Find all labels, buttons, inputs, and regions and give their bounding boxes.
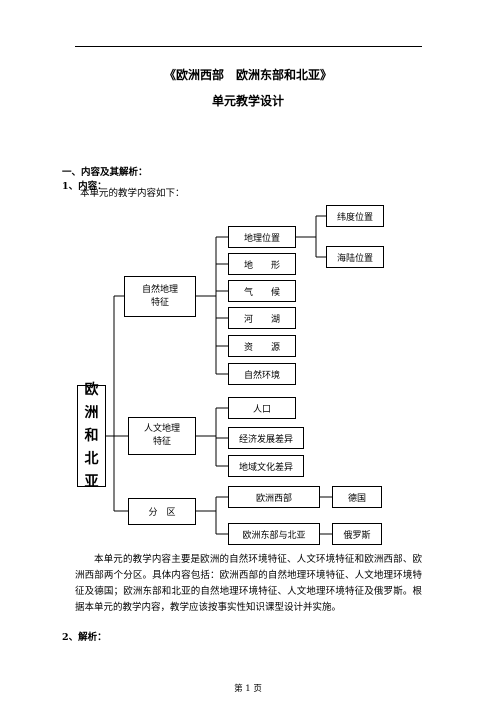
item-heading-content: 1、内容： — [62, 181, 107, 192]
latitude-position-box: 纬度位置 — [326, 205, 384, 227]
land-sea-position-box: 海陆位置 — [326, 246, 384, 268]
economy-difference-box: 经济发展差异 — [228, 427, 304, 449]
intro-text: 本单元的教学内容如下： — [80, 188, 185, 199]
document-title: 《欧洲西部 欧洲东部和北亚》 — [163, 68, 332, 82]
document-subtitle: 单元教学设计 — [211, 94, 284, 108]
resources-box: 资 源 — [228, 335, 296, 357]
germany-box: 德国 — [332, 486, 382, 508]
natural-geography-box: 自然地理 特征 — [124, 276, 196, 317]
human-geography-box: 人文地理 特征 — [128, 417, 196, 455]
section-heading: 一、内容及其解析： — [62, 167, 148, 178]
item-heading-analysis: 2、解析： — [62, 632, 107, 643]
page-number: 第 1 页 — [234, 684, 262, 694]
terrain-box: 地 形 — [228, 253, 296, 275]
header-rule — [75, 46, 422, 47]
geo-position-box: 地理位置 — [228, 226, 296, 248]
region-box: 分 区 — [128, 498, 196, 525]
population-box: 人口 — [228, 397, 296, 419]
east-europe-north-asia-box: 欧洲东部与北亚 — [228, 523, 320, 545]
russia-box: 俄罗斯 — [332, 523, 382, 545]
west-europe-box: 欧洲西部 — [228, 486, 320, 508]
content-paragraph: 本单元的教学内容主要是欧洲的自然环境特征、人文环境特征和欧洲西部、欧洲西部两个分… — [75, 554, 422, 613]
climate-box: 气 候 — [228, 280, 296, 302]
root-box-europe-north-asia: 欧 洲 和 北 亚 — [77, 382, 106, 490]
natural-environment-box: 自然环境 — [228, 363, 296, 385]
rivers-lakes-box: 河 湖 — [228, 307, 296, 329]
culture-difference-box: 地域文化差异 — [228, 455, 304, 477]
